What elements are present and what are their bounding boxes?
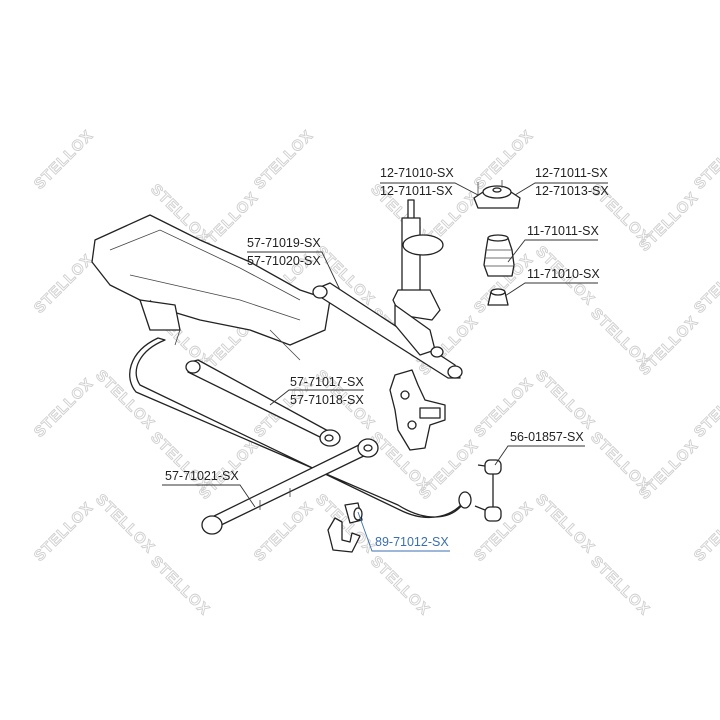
part-number-label: 12-71011-SX (380, 184, 453, 198)
watermark-logo: STELLOX (92, 491, 158, 557)
trailing-arm (201, 438, 379, 535)
watermark-logo: STELLOX (251, 499, 317, 565)
bump-stop (487, 288, 509, 306)
bump-boot (483, 234, 515, 277)
stabilizer-bar (129, 337, 472, 519)
watermark-logo: STELLOX (251, 127, 317, 193)
part-number-label: 11-71010-SX (527, 267, 600, 281)
watermark-logo: STELLOX (147, 553, 213, 619)
leader-lines (162, 182, 608, 552)
watermark-logo: STELLOX (636, 437, 702, 503)
stabilizer-bushing (327, 502, 363, 553)
watermark-logo: STELLOX (691, 375, 720, 441)
watermark-logo: STELLOX (691, 499, 720, 565)
part-number-label: 56-01857-SX (510, 430, 584, 444)
watermark-logo: STELLOX (532, 367, 598, 433)
part-number-label: 57-71017-SX (290, 375, 364, 389)
watermark-logo: STELLOX (31, 251, 97, 317)
watermark-logo: STELLOX (532, 491, 598, 557)
watermark-logo: STELLOX (691, 251, 720, 317)
part-number-label: 12-71010-SX (380, 166, 454, 180)
watermark-logo: STELLOX (587, 553, 653, 619)
watermark-logo: STELLOX (691, 127, 720, 193)
part-number-label: 57-71019-SX (247, 236, 321, 250)
part-number-label: 12-71013-SX (535, 184, 609, 198)
upper-arm (312, 282, 463, 379)
strut-mount (473, 180, 521, 209)
watermark-logo: STELLOX (636, 313, 702, 379)
rear-subframe (91, 214, 331, 361)
steering-knuckle (389, 369, 446, 451)
part-number-label-highlighted[interactable]: 89-71012-SX (375, 535, 449, 549)
watermark-logo: STELLOX (31, 375, 97, 441)
watermark-logo: STELLOX (31, 499, 97, 565)
part-number-label: 12-71011-SX (535, 166, 608, 180)
watermark-logo: STELLOX (92, 367, 158, 433)
watermark-logo: STELLOX (367, 553, 433, 619)
stabilizer-link (474, 459, 502, 522)
lateral-link (185, 359, 341, 447)
part-number-label: 57-71018-SX (290, 393, 364, 407)
watermark-logo: STELLOX (471, 127, 537, 193)
part-number-label: 57-71020-SX (247, 254, 321, 268)
watermark-logo: STELLOX (31, 127, 97, 193)
part-number-label: 11-71011-SX (527, 224, 599, 238)
watermark-logo: STELLOX (636, 189, 702, 255)
part-number-label: 57-71021-SX (165, 469, 239, 483)
